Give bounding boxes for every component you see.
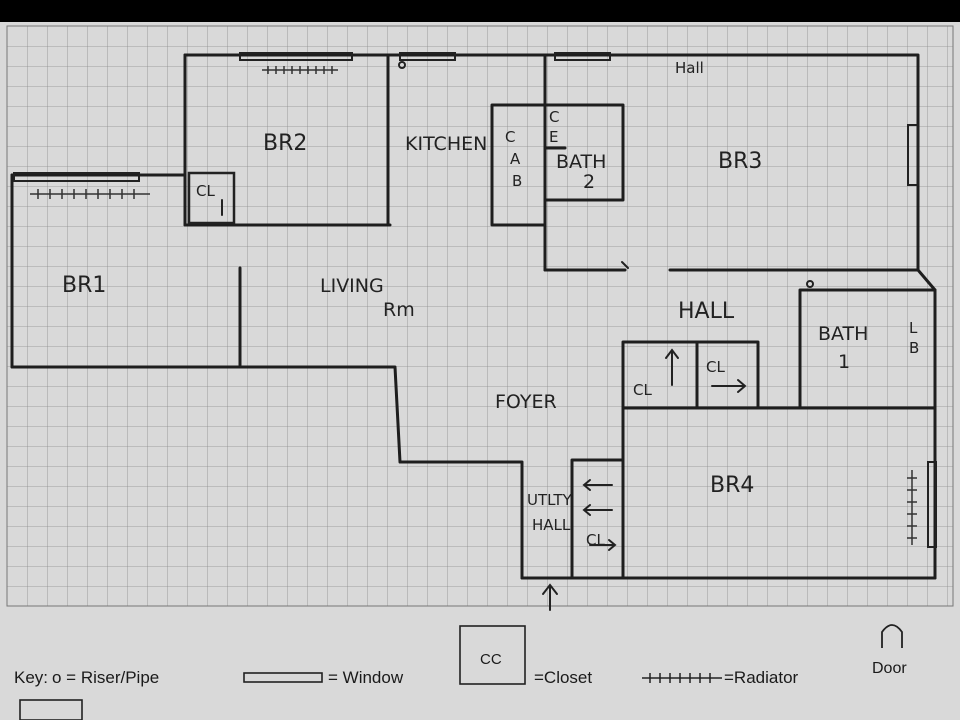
label-cl-b: CL (706, 358, 725, 376)
label-ce-1: C (549, 108, 559, 126)
label-hall-top: Hall (675, 59, 704, 77)
windows (13, 52, 937, 548)
south-wall-west (10, 365, 524, 580)
grid-paper (7, 26, 953, 606)
hall-arrow (621, 261, 629, 269)
floor-plan-sheet: BR2 KITCHEN C A B C E BATH 2 Hall BR3 CL… (6, 25, 954, 720)
window-br4-east (927, 461, 937, 548)
label-cab-1: C (505, 128, 515, 146)
bath2-wall (543, 103, 625, 202)
window-br2 (239, 52, 353, 61)
util-arrow-1 (582, 479, 613, 491)
legend-closet-box-label: CC (480, 651, 502, 668)
label-living-2: Rm (383, 299, 415, 321)
label-cl-a: CL (633, 381, 652, 399)
label-br1: BR1 (62, 273, 106, 298)
label-cab-2: A (510, 150, 521, 168)
util-arrow-3 (589, 539, 617, 551)
cab-box (490, 103, 547, 227)
window-bath2 (554, 52, 611, 61)
top-wall (183, 53, 920, 272)
walls (10, 53, 937, 580)
window-br3-east (907, 124, 919, 186)
label-bath2-2: 2 (583, 171, 595, 193)
legend-key-label: Key: (14, 668, 48, 687)
label-living-1: LIVING (320, 275, 384, 297)
radiator-br2 (262, 66, 338, 74)
arrows (221, 199, 747, 611)
label-kitchen: KITCHEN (405, 133, 487, 155)
label-utility-2: HALL (532, 516, 571, 534)
label-bath1-2: 1 (838, 351, 850, 373)
legend-closet: =Closet (534, 668, 592, 687)
legend-radiator-icon (642, 673, 722, 683)
closet-arrow-right (711, 379, 747, 393)
legend-radiator: =Radiator (724, 668, 799, 687)
label-br4: BR4 (710, 473, 754, 498)
window-kitchen (399, 52, 456, 61)
util-arrow-2 (582, 504, 613, 516)
grid-border (6, 25, 954, 607)
legend-blank-box (19, 699, 83, 720)
legend-door: Door (872, 660, 907, 677)
label-br2: BR2 (263, 131, 307, 156)
legend-window-icon (243, 672, 323, 683)
top-black-bar (0, 0, 960, 22)
legend: Key: o = Riser/Pipe = Window CC =Closet … (14, 624, 907, 720)
label-linen-2: B (909, 339, 919, 357)
label-cl-utility: CL (586, 531, 605, 549)
room-labels: BR2 KITCHEN C A B C E BATH 2 Hall BR3 CL… (62, 59, 919, 549)
radiator-br1 (30, 189, 150, 199)
label-cl-br2: CL (196, 182, 215, 200)
label-hall-mid: HALL (678, 299, 735, 324)
label-cab-3: B (512, 172, 522, 190)
risers (398, 61, 814, 288)
label-bath1-1: BATH (818, 323, 868, 345)
legend-closet-icon (459, 625, 526, 685)
legend-window: = Window (328, 668, 404, 687)
entry-arrow (542, 583, 558, 611)
label-linen-1: L (909, 319, 918, 337)
radiators (30, 66, 917, 545)
legend-riser: o = Riser/Pipe (52, 668, 159, 687)
legend-door-icon (881, 624, 903, 648)
br2-closet (187, 171, 236, 225)
utility-closet-box (570, 458, 625, 580)
window-br1 (13, 172, 140, 182)
label-bath2-1: BATH (556, 151, 606, 173)
label-br3: BR3 (718, 149, 762, 174)
closet-arrow-up (665, 348, 679, 386)
label-ce-2: E (549, 128, 558, 146)
radiator-br4 (907, 470, 917, 545)
label-utility-1: UTLTY (527, 491, 573, 509)
label-foyer: FOYER (495, 391, 557, 413)
